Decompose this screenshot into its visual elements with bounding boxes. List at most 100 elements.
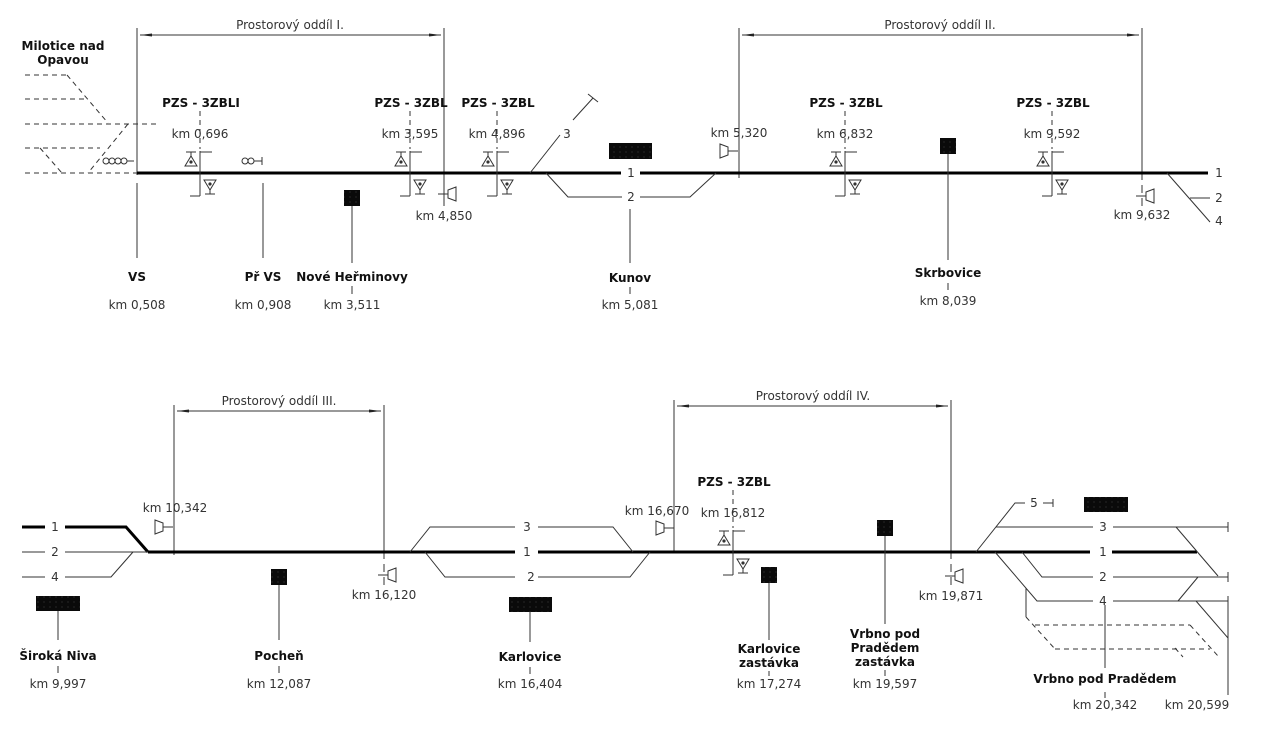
track-number: 2 — [1099, 570, 1107, 584]
track-number: 3 — [523, 520, 531, 534]
stop-icon — [271, 569, 287, 585]
km-label: km 16,404 — [498, 677, 562, 691]
km-label: km 6,832 — [817, 127, 874, 141]
track-number: 3 — [1099, 520, 1107, 534]
section-dimension-1: Prostorový oddíl I. — [136, 18, 445, 210]
signal-icon — [241, 157, 263, 165]
km-label: km 10,342 — [143, 501, 207, 515]
warning-light-icon — [500, 179, 514, 195]
section-dimension-4: Prostorový oddíl IV. — [673, 389, 952, 590]
station-name: Široká Niva — [19, 648, 96, 663]
km-label: km 8,039 — [920, 294, 977, 308]
station-name: Skrbovice — [915, 266, 982, 280]
track-number: 1 — [1215, 166, 1223, 180]
level-crossing: PZS - 3ZBL km 3,595 — [374, 96, 448, 197]
km-label: km 9,592 — [1024, 127, 1081, 141]
section-label: Prostorový oddíl I. — [236, 18, 344, 32]
km-label: km 19,871 — [919, 589, 983, 603]
warning-light-icon — [413, 179, 427, 195]
km-label: km 20,599 — [1165, 698, 1229, 712]
track-number: 3 — [563, 127, 571, 141]
track-number: 1 — [1099, 545, 1107, 559]
km-label: km 16,670 — [625, 504, 689, 518]
station-name: Vrbno pod — [850, 627, 920, 641]
track-number: 1 — [627, 166, 635, 180]
station-name: Karlovice — [738, 642, 801, 656]
distant-signal: km 9,632 — [1114, 188, 1171, 222]
section-label: Prostorový oddíl III. — [222, 394, 337, 408]
warning-light-icon — [481, 151, 495, 167]
track-number: 1 — [51, 520, 59, 534]
distant-signal: km 16,670 — [625, 504, 689, 536]
track-number: 2 — [627, 190, 635, 204]
warning-light-icon — [829, 151, 843, 167]
station-name: Nové Heřminovy — [296, 270, 408, 284]
crossing-name: PZS - 3ZBL — [697, 475, 771, 489]
km-label: km 5,081 — [602, 298, 659, 312]
warning-light-icon — [736, 558, 750, 574]
km-label: km 9,632 — [1114, 208, 1171, 222]
station-milotice: Milotice nad Opavou — [22, 39, 157, 174]
level-crossing: PZS - 3ZBLI km 0,696 — [162, 96, 240, 197]
km-label: km 4,850 — [416, 209, 473, 223]
stop-icon — [877, 520, 893, 536]
warning-light-icon — [203, 179, 217, 195]
station-name: Pradědem — [851, 641, 920, 655]
station-name: Opavou — [37, 53, 89, 67]
station-name: Milotice nad — [22, 39, 105, 53]
station-name: Pocheň — [254, 649, 303, 663]
km-label: km 5,320 — [711, 126, 768, 140]
km-label: km 20,342 — [1073, 698, 1137, 712]
platform-icon — [609, 143, 652, 159]
km-label: km 3,595 — [382, 127, 439, 141]
warning-light-icon — [394, 151, 408, 167]
km-label: km 16,812 — [701, 506, 765, 520]
kunov-station-tracks: 2 3 — [529, 93, 717, 263]
skrbovice-end-tracks: 2 4 — [1166, 172, 1223, 228]
stop-icon — [761, 567, 777, 583]
crossing-name: PZS - 3ZBL — [374, 96, 448, 110]
track-number: 2 — [527, 570, 535, 584]
track-number: 2 — [1215, 191, 1223, 205]
crossing-name: PZS - 3ZBL — [1016, 96, 1090, 110]
stop-icon — [344, 190, 360, 206]
station-name: Vrbno pod Pradědem — [1033, 672, 1176, 686]
track-number: 4 — [51, 570, 59, 584]
crossing-name: PZS - 3ZBL — [461, 96, 535, 110]
section-label: Prostorový oddíl IV. — [756, 389, 870, 403]
platform-icon — [36, 596, 80, 611]
buffer-icon — [102, 157, 134, 165]
stop-icon — [940, 138, 956, 154]
distant-signal: km 10,342 — [143, 501, 207, 535]
km-label: km 0,508 — [109, 298, 166, 312]
distant-signal: km 19,871 — [919, 568, 983, 603]
warning-light-icon — [1055, 179, 1069, 195]
track-number: 4 — [1215, 214, 1223, 228]
crossing-name: PZS - 3ZBLI — [162, 96, 240, 110]
section-dimension-3: Prostorový oddíl III. — [173, 394, 385, 590]
section-dimension-2: Prostorový oddíl II. — [738, 18, 1143, 210]
section-label: Prostorový oddíl II. — [884, 18, 995, 32]
station-name: VS — [128, 270, 146, 284]
platform-icon — [509, 597, 552, 612]
warning-light-icon — [717, 530, 731, 546]
station-name: Kunov — [609, 271, 651, 285]
distant-signal: km 4,850 — [416, 180, 473, 223]
karlovice-station-tracks: 3 1 2 — [409, 520, 651, 584]
warning-light-icon — [848, 179, 862, 195]
km-label: km 3,511 — [324, 298, 381, 312]
track-number: 4 — [1099, 594, 1107, 608]
station-name: zastávka — [855, 655, 915, 669]
km-label: km 19,597 — [853, 677, 917, 691]
km-label: km 0,696 — [172, 127, 229, 141]
track-number: 5 — [1030, 496, 1038, 510]
warning-light-icon — [184, 151, 198, 167]
level-crossing: PZS - 3ZBL km 16,812 — [697, 475, 771, 576]
station-name: Karlovice — [499, 650, 562, 664]
track-number: 1 — [523, 545, 531, 559]
km-label: km 16,120 — [352, 588, 416, 602]
distant-signal: km 5,320 — [711, 126, 768, 159]
